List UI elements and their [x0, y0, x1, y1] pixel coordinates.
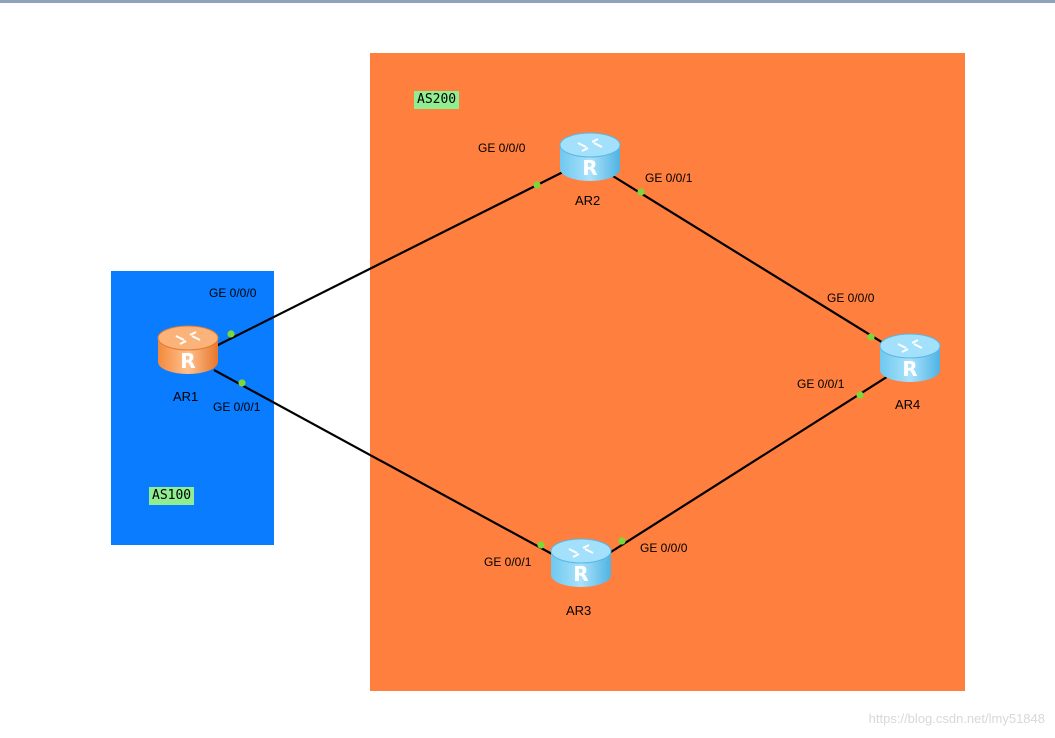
svg-text:R: R [573, 562, 588, 586]
link-ar2-ar4[interactable] [607, 172, 894, 350]
port-dot-ar1-ge000[interactable] [227, 330, 235, 338]
router-ar4-label: AR4 [895, 397, 921, 412]
as200-area [370, 53, 965, 691]
router-ar2-label: AR2 [575, 193, 601, 208]
port-dot-ar2-ge000[interactable] [533, 181, 541, 189]
svg-text:R: R [582, 156, 597, 180]
link-ar1-ar2[interactable] [213, 169, 568, 348]
port-label-ar2-ge000: GE 0/0/0 [478, 141, 526, 155]
watermark: https://blog.csdn.net/lmy51848 [868, 711, 1045, 726]
router-ar2-icon[interactable]: R [559, 132, 621, 181]
port-dot-ar3-ge000[interactable] [618, 537, 626, 545]
port-dot-ar3-ge001[interactable] [537, 541, 545, 549]
port-label-ar1-ge000: GE 0/0/0 [209, 286, 257, 300]
as200-label: AS200 [414, 91, 460, 109]
svg-text:R: R [902, 357, 917, 381]
link-ar3-ar4[interactable] [602, 372, 894, 558]
as100-label: AS100 [149, 487, 195, 505]
link-ar1-ar3[interactable] [213, 369, 564, 561]
port-dot-ar4-ge001[interactable] [856, 391, 864, 399]
router-ar3-label: AR3 [566, 603, 592, 618]
port-label-ar4-ge000: GE 0/0/0 [827, 291, 875, 305]
port-dot-ar2-ge001[interactable] [637, 188, 645, 196]
router-ar3-icon[interactable]: R [550, 538, 612, 587]
router-ar4-icon[interactable]: R [879, 333, 941, 382]
port-label-ar4-ge001: GE 0/0/1 [797, 377, 845, 391]
router-ar1-label: AR1 [173, 389, 199, 404]
port-dot-ar4-ge000[interactable] [867, 333, 875, 341]
svg-text:R: R [180, 349, 195, 373]
port-label-ar1-ge001: GE 0/0/1 [213, 400, 261, 414]
port-label-ar2-ge001: GE 0/0/1 [645, 171, 693, 185]
port-label-ar3-ge001: GE 0/0/1 [484, 555, 532, 569]
port-dot-ar1-ge001[interactable] [238, 379, 246, 387]
window-top-border [0, 0, 1055, 3]
router-ar1-icon[interactable]: R [157, 325, 219, 374]
port-label-ar3-ge000: GE 0/0/0 [640, 541, 688, 555]
